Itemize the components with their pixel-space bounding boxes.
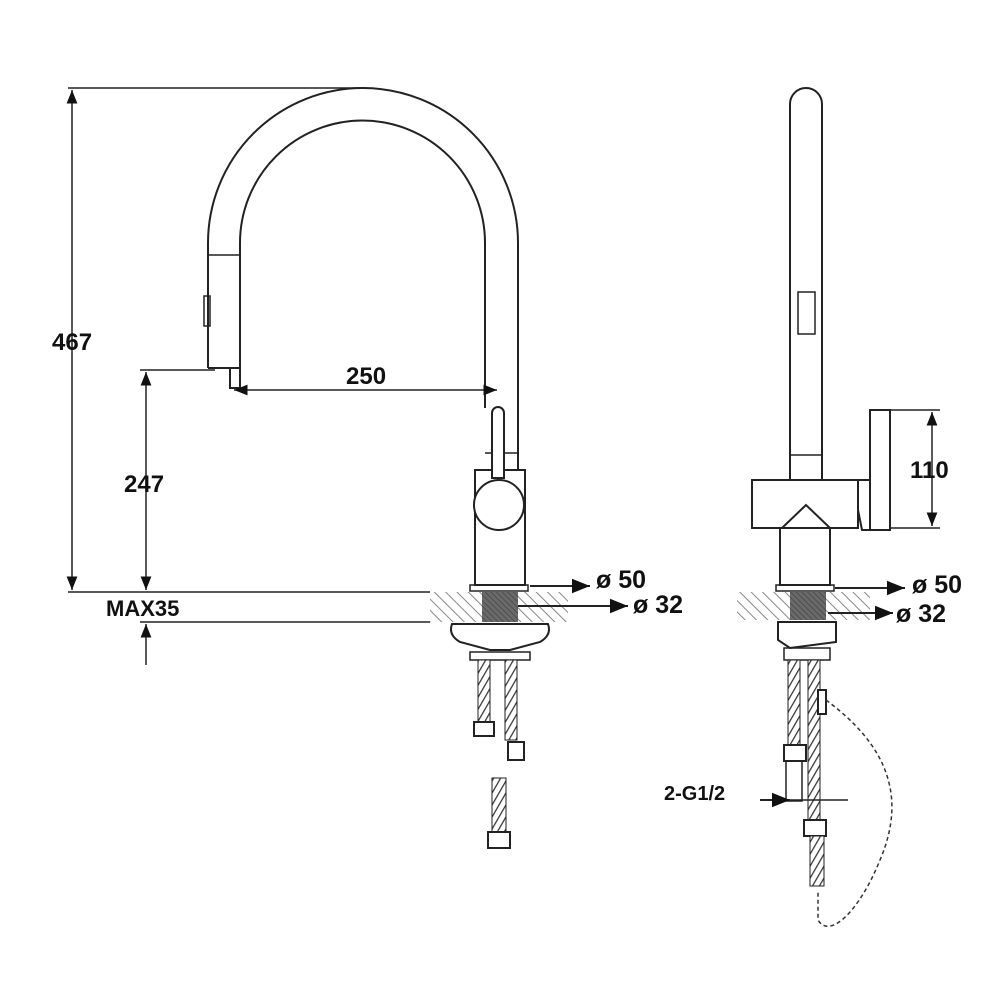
spout xyxy=(203,87,519,470)
dimension-spout-height xyxy=(140,369,215,590)
side-spout xyxy=(789,87,823,480)
handle-knob xyxy=(473,479,525,531)
label-front-hole-diameter: ø 32 xyxy=(633,591,683,619)
faucet-body xyxy=(469,406,529,592)
label-max-counter: MAX35 xyxy=(106,596,179,621)
lever-handle xyxy=(491,406,505,479)
label-handle-height: 110 xyxy=(910,457,949,484)
label-total-height: 467 xyxy=(52,329,92,356)
label-connection: 2-G1/2 xyxy=(664,783,725,805)
label-side-hole-diameter: ø 32 xyxy=(896,600,946,628)
dimension-total-height xyxy=(66,87,430,593)
pullout-hose-path xyxy=(817,699,893,927)
side-view xyxy=(737,87,940,927)
dimension-handle-height xyxy=(890,409,940,529)
label-front-base-diameter: ø 50 xyxy=(596,566,646,594)
mounting-hardware xyxy=(450,623,550,849)
dimension-max-counter xyxy=(140,621,430,665)
front-view xyxy=(66,87,628,849)
side-mounting-hardware xyxy=(777,621,893,927)
side-body xyxy=(751,409,891,592)
label-spout-reach: 250 xyxy=(346,363,386,390)
side-countertop-section xyxy=(737,592,870,620)
label-side-base-diameter: ø 50 xyxy=(912,571,962,599)
label-spout-height: 247 xyxy=(124,471,164,498)
